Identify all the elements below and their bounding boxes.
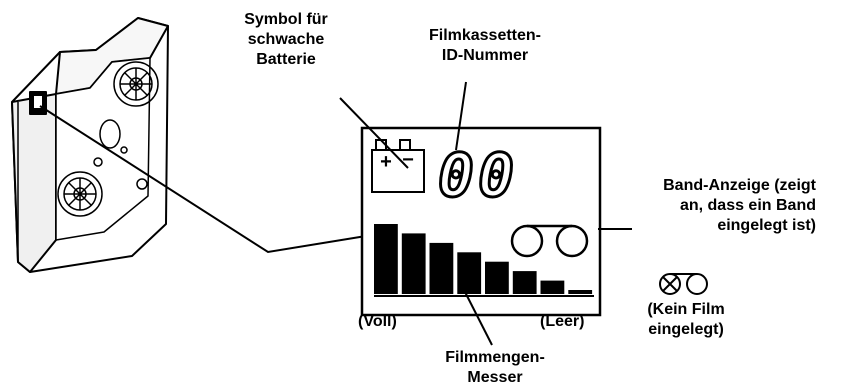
battery-symbol-label-line-2: schwache	[247, 31, 325, 48]
no-film-reels-icon	[659, 273, 708, 295]
tape-indicator-label-line-2: an, dass ein Band	[679, 197, 816, 214]
film-meter-bar	[401, 233, 426, 294]
film-meter-bar	[568, 290, 593, 294]
cartridge-leader-line	[39, 105, 367, 254]
film-meter-bar	[512, 271, 537, 294]
full-label-text: (Voll)	[358, 313, 397, 330]
cartridge-id-label-line-2: ID-Nummer	[441, 47, 529, 64]
tape-reels-icon	[510, 224, 589, 258]
battery-plus-sign: +	[380, 151, 392, 173]
film-meter-bar	[485, 261, 509, 294]
full-label: (Voll)	[358, 312, 397, 332]
id-number-callout-line	[455, 81, 467, 151]
no-film-label: (Kein Film eingelegt)	[632, 300, 740, 340]
tape-indicator-label-line-1: Band-Anzeige (zeigt	[663, 177, 816, 194]
film-meter-label-line-2: Messer	[467, 369, 523, 386]
tape-indicator-label: Band-Anzeige (zeigt an, dass ein Band ei…	[636, 176, 816, 236]
film-meter-label: Filmmengen- Messer	[430, 348, 560, 388]
cartridge-id-label-line-1: Filmkassetten-	[428, 27, 542, 44]
battery-callout-line	[339, 97, 409, 169]
empty-label: (Leer)	[540, 312, 584, 332]
tape-indicator-label-line-3: eingelegt ist)	[717, 217, 816, 234]
no-film-label-line-1: (Kein Film	[647, 301, 725, 318]
empty-label-text: (Leer)	[540, 313, 585, 330]
film-meter-bars	[374, 224, 593, 294]
film-meter-bar	[374, 224, 398, 294]
film-cartridge-icon	[11, 17, 169, 273]
film-meter-bar	[457, 252, 482, 294]
battery-minus-sign: −	[402, 149, 414, 171]
meter-callout-line	[463, 289, 493, 346]
no-film-label-line-2: eingelegt)	[648, 321, 724, 338]
battery-symbol-label-line-3: Batterie	[256, 51, 316, 68]
battery-symbol-label: Symbol für schwache Batterie	[232, 10, 340, 70]
battery-symbol-label-line-1: Symbol für	[244, 11, 328, 28]
film-meter-bar	[540, 280, 565, 294]
cartridge-id-number: 00	[438, 141, 518, 211]
film-meter-label-line-1: Filmmengen-	[445, 349, 545, 366]
film-meter-bar	[429, 242, 454, 294]
callout-lines	[339, 81, 632, 346]
cartridge-id-label: Filmkassetten- ID-Nummer	[410, 26, 560, 66]
